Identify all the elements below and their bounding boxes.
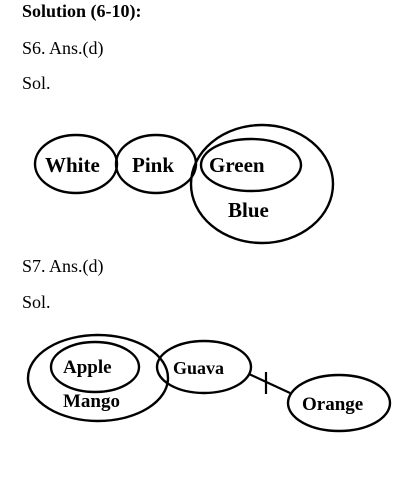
s6-answer: S6. Ans.(d) <box>22 38 104 58</box>
label-guava: Guava <box>173 358 224 378</box>
venn-diagram-s7: Apple Mango Guava Orange <box>26 333 392 433</box>
s6-sol-label: Sol. <box>22 73 51 93</box>
s7-answer: S7. Ans.(d) <box>22 256 104 276</box>
label-green: Green <box>209 153 265 177</box>
ellipse-guava <box>155 339 253 395</box>
label-orange: Orange <box>302 394 363 415</box>
label-white: White <box>45 153 100 177</box>
s7-sol-label: Sol. <box>22 292 51 312</box>
ellipse-green <box>199 137 303 193</box>
ellipse-orange <box>286 373 392 433</box>
ellipse-mango <box>26 333 170 423</box>
ellipse-apple <box>49 340 141 394</box>
ellipse-blue <box>189 123 335 245</box>
label-blue: Blue <box>228 198 269 222</box>
label-apple: Apple <box>63 357 112 378</box>
venn-diagram-s6: White Pink Green Blue <box>33 123 335 245</box>
label-mango: Mango <box>63 391 120 412</box>
solution-heading: Solution (6-10): <box>22 1 142 21</box>
label-pink: Pink <box>132 153 174 177</box>
connector-guava-orange <box>248 373 291 394</box>
